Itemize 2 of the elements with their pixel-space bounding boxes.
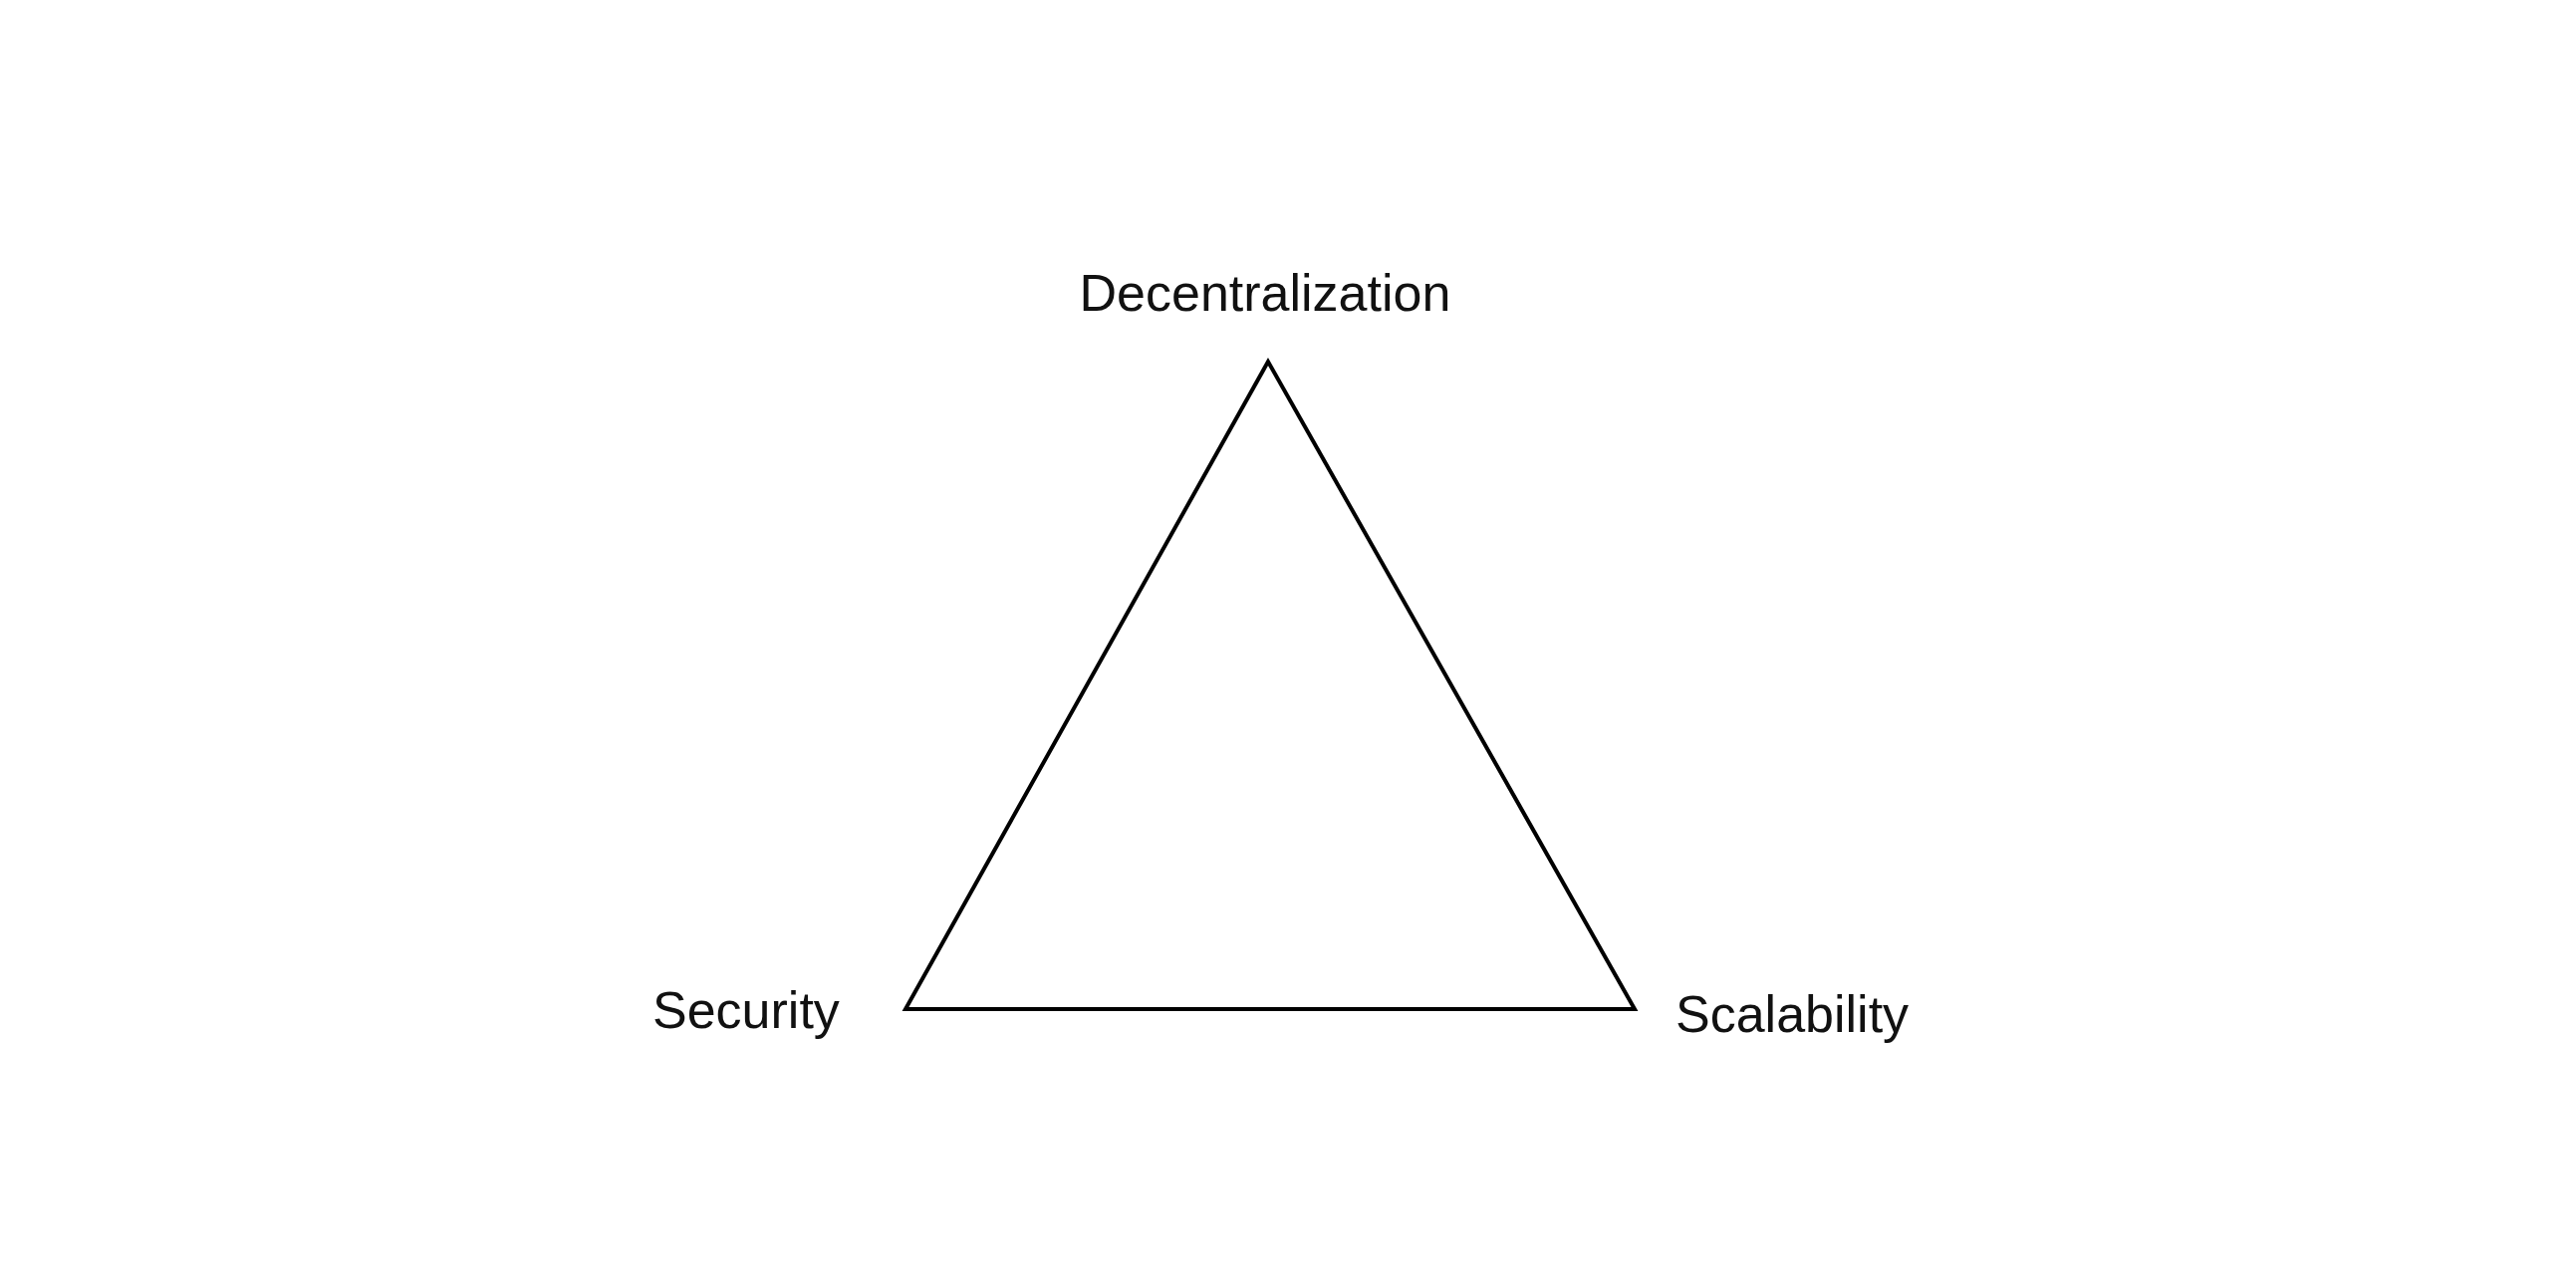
triangle (902, 357, 1639, 1011)
vertex-label: Decentralization (1079, 267, 1451, 319)
